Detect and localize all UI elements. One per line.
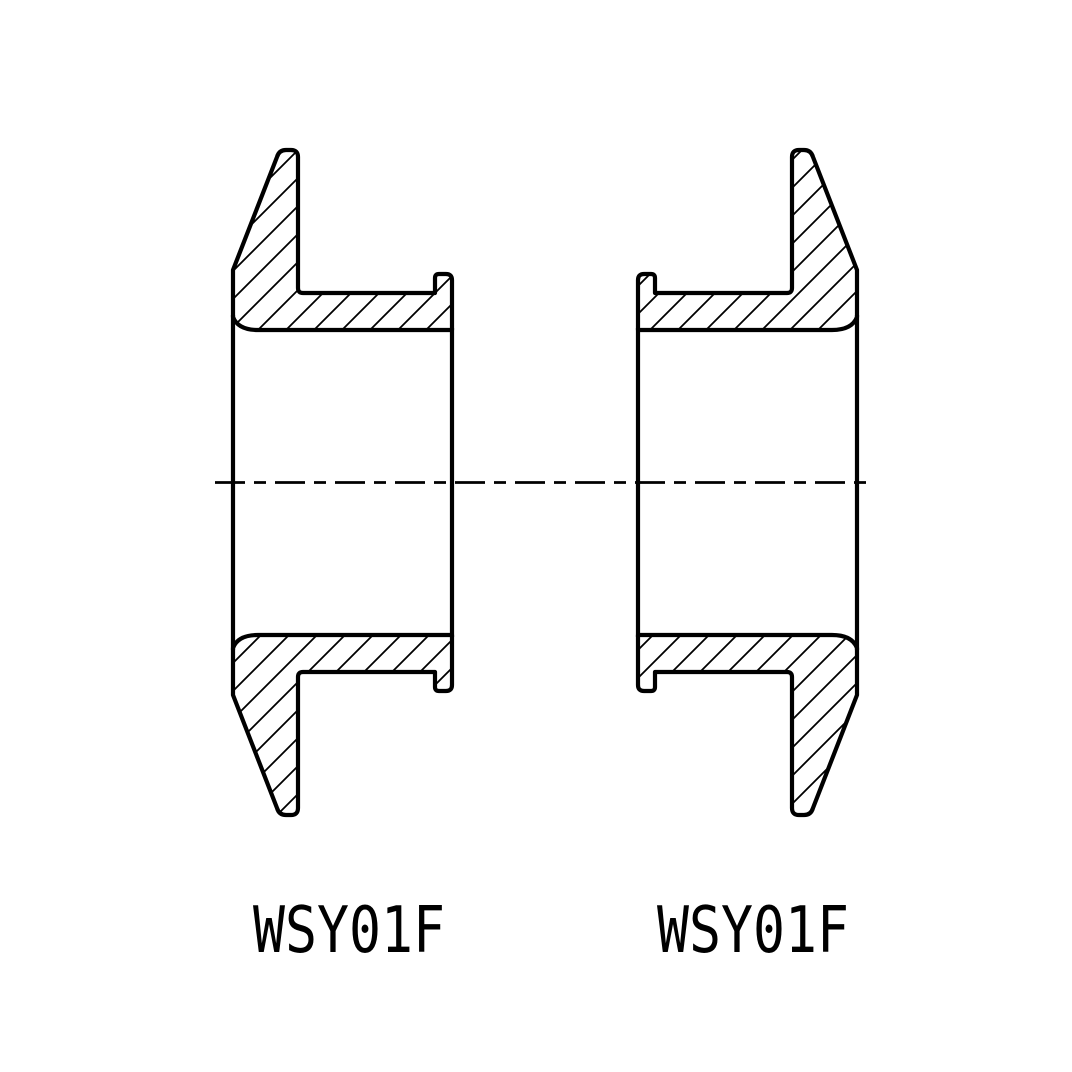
right-view-lower-section-hatched bbox=[635, 632, 860, 818]
left-bushing-view bbox=[230, 147, 455, 818]
right-view-upper-section-hatched bbox=[635, 147, 860, 333]
left-view-upper-section-hatched bbox=[230, 147, 455, 333]
left-part-label: WSY01F bbox=[253, 894, 445, 968]
left-view-lower-section-hatched bbox=[230, 632, 455, 818]
right-part-label: WSY01F bbox=[657, 894, 849, 968]
